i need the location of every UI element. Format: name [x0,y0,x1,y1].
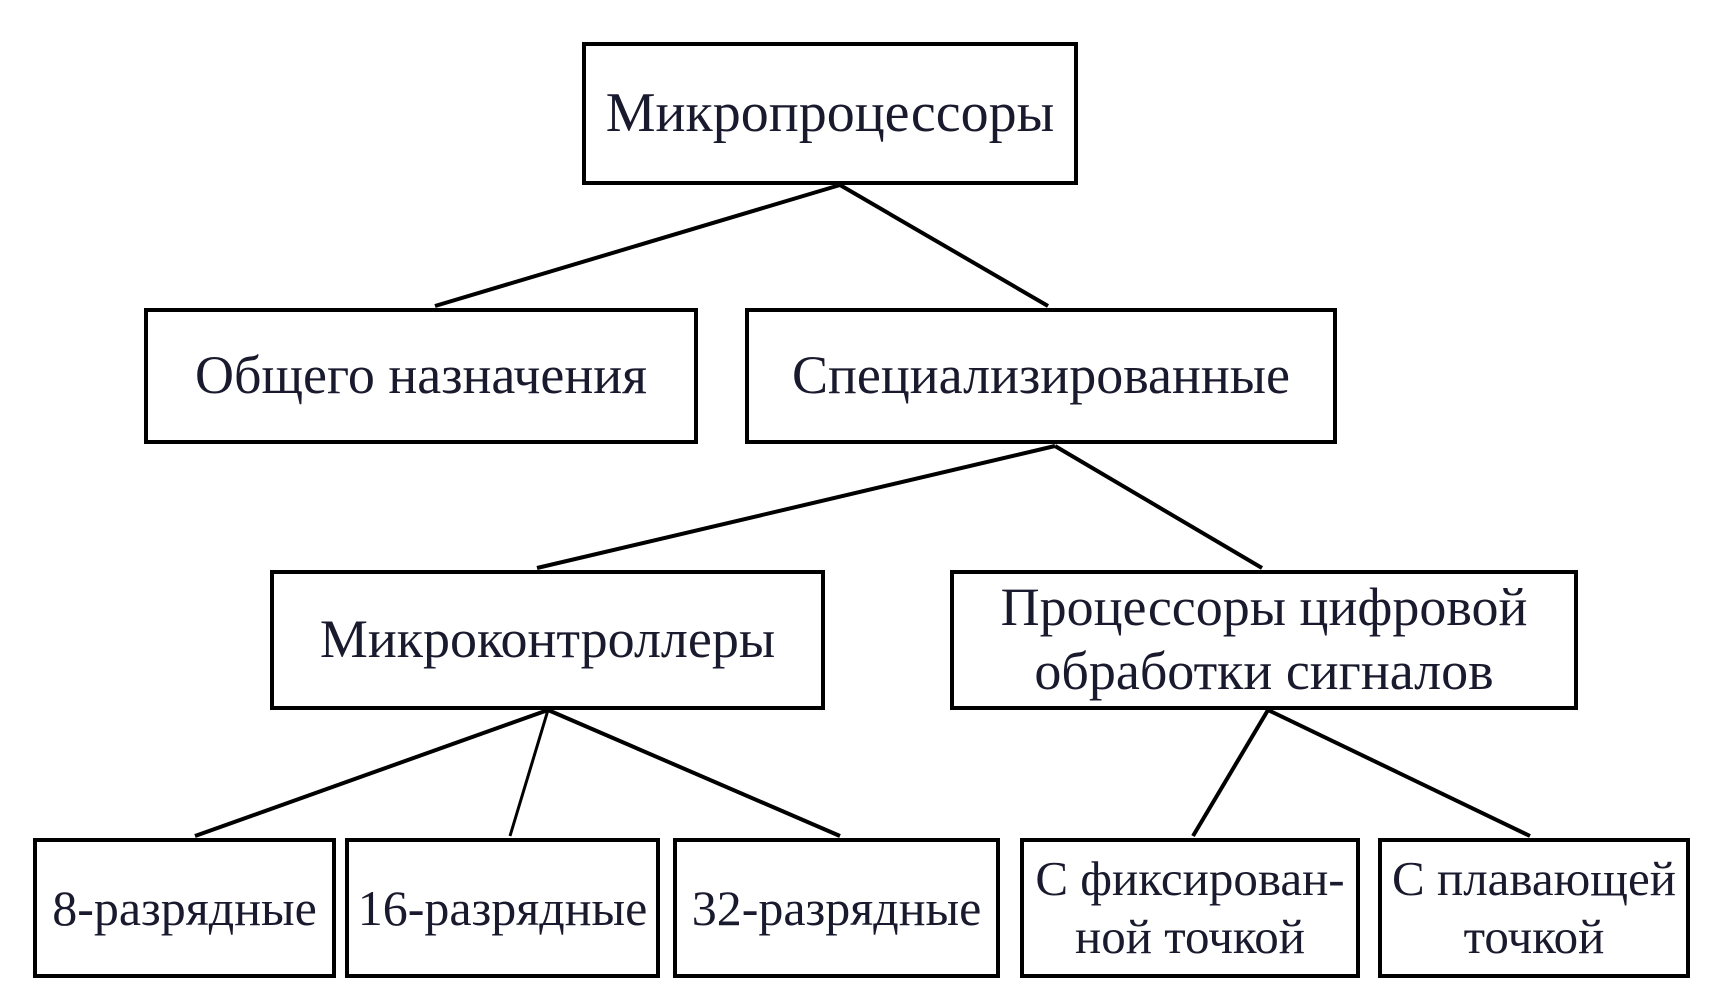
node-dsp[interactable]: Процессоры цифровой обработки сигналов [950,570,1578,710]
connector-dsp-to-fixed [1191,708,1270,838]
node-bit16[interactable]: 16-разрядные [345,838,660,978]
node-label-bit32: 32-разрядные [691,879,982,936]
node-general[interactable]: Общего назначения [144,308,698,444]
node-bit8[interactable]: 8-разрядные [33,838,336,978]
node-label-mp: Микропроцессоры [605,82,1055,145]
connector-special-to-mcu [536,444,1056,570]
node-label-float: С плавающей точкой [1392,851,1676,964]
node-label-dsp: Процессоры цифровой обработки сигналов [1000,577,1528,701]
connector-dsp-to-float [1267,708,1531,838]
connector-special-to-dsp [1053,444,1264,570]
connector-mcu-to-bit8 [194,708,549,838]
node-mcu[interactable]: Микроконтроллеры [270,570,825,710]
node-float[interactable]: С плавающей точкой [1378,838,1690,978]
connector-mp-to-general [434,183,841,308]
connector-mcu-to-bit32 [547,708,841,838]
node-label-mcu: Микроконтроллеры [319,609,776,670]
node-label-fixed: С фиксирован- ной точкой [1035,851,1345,964]
node-fixed[interactable]: С фиксирован- ной точкой [1020,838,1360,978]
node-label-bit16: 16-разрядные [357,879,648,936]
node-bit32[interactable]: 32-разрядные [673,838,1000,978]
connector-mcu-to-bit16 [508,709,550,837]
connector-mp-to-special [838,183,1050,308]
node-label-general: Общего назначения [195,345,647,406]
node-special[interactable]: Специализированные [745,308,1337,444]
node-label-bit8: 8-разрядные [52,879,317,936]
node-label-special: Специализированные [792,345,1290,406]
node-mp[interactable]: Микропроцессоры [582,42,1078,185]
